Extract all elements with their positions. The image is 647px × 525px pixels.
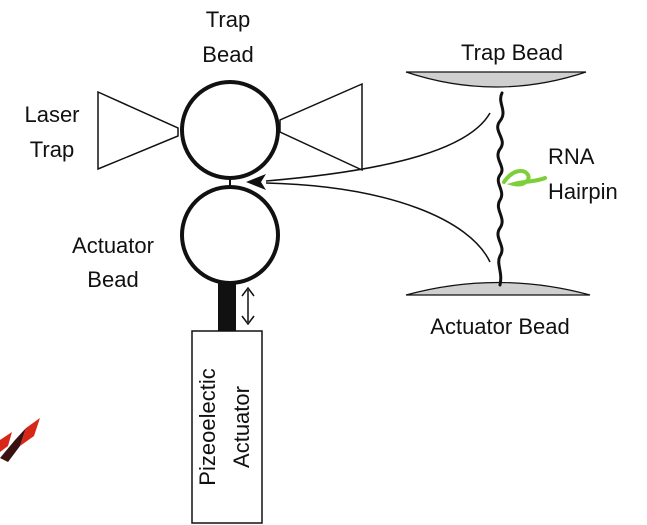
actuator-bead-left — [180, 185, 280, 285]
piezoelectric-actuator-box — [191, 330, 263, 524]
actuator-stalk — [218, 283, 236, 333]
zoom-line-bottom — [265, 182, 491, 263]
laser-trap-cone-left — [97, 90, 179, 171]
piezo-label-line2: Actuator — [229, 386, 254, 468]
trap-bead-right-label: Trap Bead — [461, 40, 563, 65]
bird-logo-fragment — [0, 418, 40, 462]
trap-bead-right — [405, 71, 587, 88]
laser-trap-cone-right — [279, 82, 363, 172]
trap-bead-left-label-line1: Trap — [206, 7, 250, 32]
rna-hairpin-label-line2: Hairpin — [548, 179, 618, 204]
actuator-bead-right — [405, 281, 591, 296]
actuator-bead-left-label-line1: Actuator — [72, 233, 154, 258]
trap-bead-left-label-line2: Bead — [202, 42, 253, 67]
dna-tether — [496, 91, 505, 287]
piezo-label-line1: Pizeoelectic — [195, 368, 220, 485]
actuator-bead-right-label: Actuator Bead — [430, 314, 569, 339]
zoom-line-top — [265, 112, 491, 182]
arrowhead-icon — [246, 174, 266, 190]
laser-trap-label-line2: Trap — [30, 137, 74, 162]
trap-bead-left — [180, 80, 280, 180]
rna-hairpin — [502, 168, 547, 187]
rna-hairpin-label-line1: RNA — [548, 144, 595, 169]
actuator-bead-left-label-line2: Bead — [87, 267, 138, 292]
double-arrow-icon — [241, 286, 255, 326]
laser-trap-label-line1: Laser — [24, 102, 79, 127]
